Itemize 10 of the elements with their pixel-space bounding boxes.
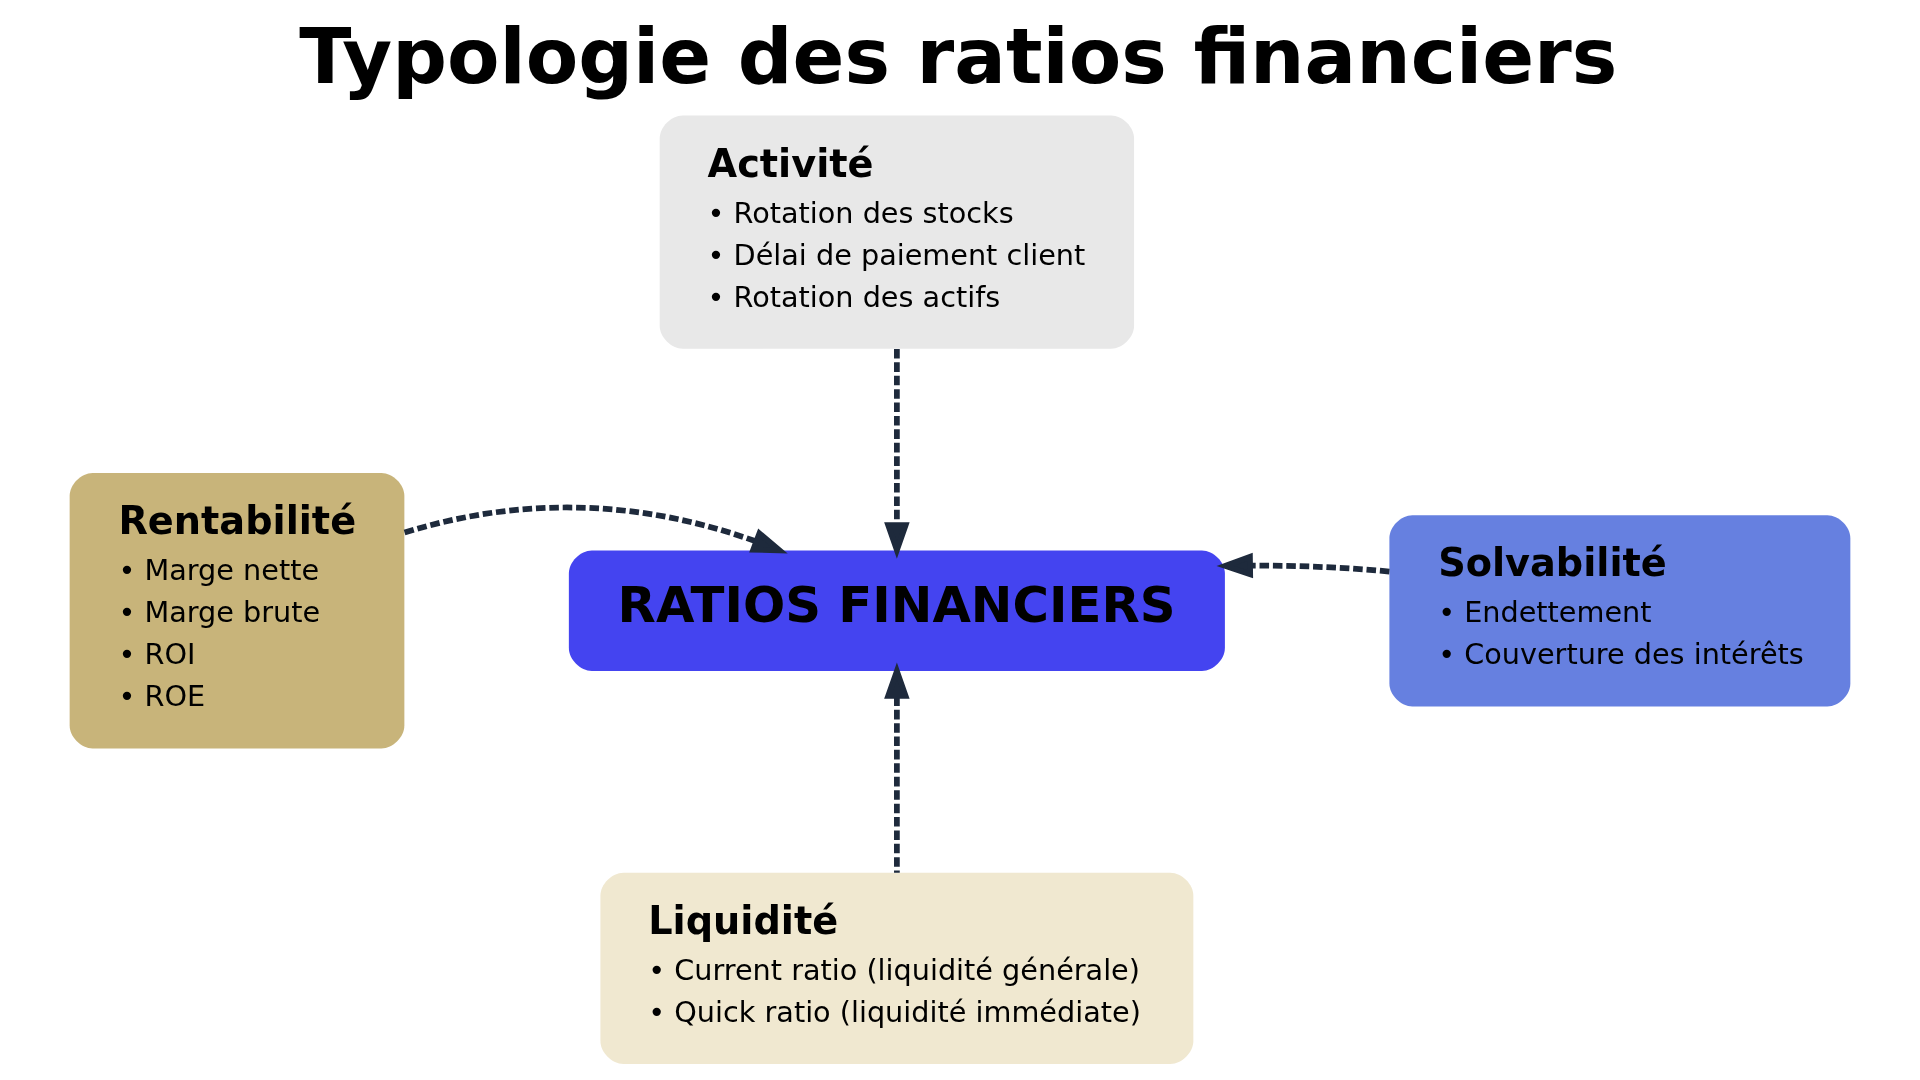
arrow <box>884 662 910 873</box>
node-box: Rentabilité • Marge nette • Marge brute • ROI • ROE <box>69 473 405 749</box>
diagram-title: Typologie des ratios financiers <box>299 11 1618 101</box>
node-box: Activité • Rotation des stocks • Délai de paiement client • Rotation des actifs <box>659 115 1135 349</box>
node-box: Liquidité • Current ratio (liquidité générale) • Quick ratio (liquidité immédiate) <box>600 872 1194 1065</box>
arrow <box>403 504 788 554</box>
arrow <box>884 349 910 559</box>
node-box: RATIOS FINANCIERS <box>568 550 1225 671</box>
arrow <box>1216 552 1390 579</box>
node-box: Solvabilité • Endettement • Couverture des intérêts <box>1389 515 1851 707</box>
